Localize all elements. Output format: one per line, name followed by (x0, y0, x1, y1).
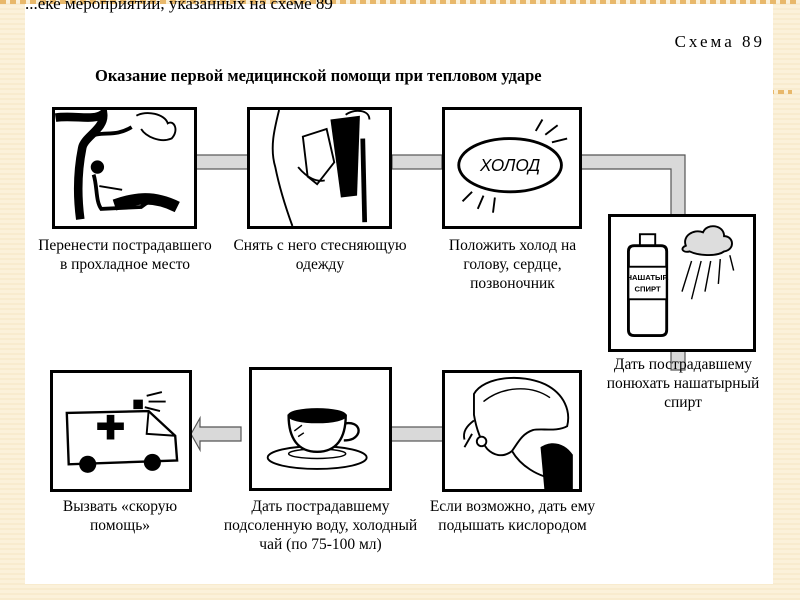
step-4-caption: Дать пострадавшему понюхать нашатырный с… (606, 356, 760, 411)
step-1-panel (52, 107, 197, 229)
step-2-panel (247, 107, 392, 229)
diagram-title: Оказание первой медицинской помощи при т… (95, 66, 542, 85)
connector-2-3 (391, 154, 443, 170)
step-4-panel: НАШАТЫР. СПИРТ (608, 214, 756, 352)
step-5-panel (442, 370, 582, 492)
connector-3-4 (579, 154, 686, 219)
clothing-icon (271, 110, 371, 226)
scheme-page: ...еке мероприятии, указанных на схеме 8… (25, 0, 773, 584)
cold-pack-icon: ХОЛОД (457, 119, 568, 213)
step-5-caption: Если возможно, дать ему подышать кислоро… (429, 498, 596, 534)
connector-1-2 (194, 154, 250, 170)
cold-label: ХОЛОД (479, 156, 540, 175)
step-2-caption: Снять с него стесняющую одежду (233, 237, 407, 273)
scheme-number: Схема 89 (674, 32, 765, 51)
right-dash-decoration (768, 90, 792, 94)
connector-5-6 (390, 426, 444, 442)
top-border (0, 0, 800, 4)
step-3-caption: Положить холод на голову, сердце, позвон… (448, 237, 577, 292)
person-under-tree-icon (55, 110, 180, 220)
step-7-caption: Вызвать «скорую помощь» (62, 498, 178, 534)
step-1-caption: Перенести пострадавшего в прохладное мес… (38, 237, 212, 273)
tea-cup-icon (266, 408, 368, 470)
cut-header-text: ...еке мероприятии, указанных на схеме 8… (25, 0, 333, 13)
step-6-panel (249, 367, 392, 491)
step-6-caption: Дать пострадавшему подсоленную воду, хол… (223, 498, 418, 553)
ambulance-icon (65, 391, 179, 473)
svg-text:СПИРТ: СПИРТ (634, 285, 660, 294)
ammonia-bottle-icon: НАШАТЫР. СПИРТ (627, 225, 735, 338)
oxygen-mask-icon (463, 376, 573, 489)
step-3-panel: ХОЛОД (442, 107, 582, 229)
arrow-6-7 (190, 415, 242, 453)
svg-text:НАШАТЫР.: НАШАТЫР. (627, 273, 669, 282)
step-7-panel (50, 370, 192, 492)
